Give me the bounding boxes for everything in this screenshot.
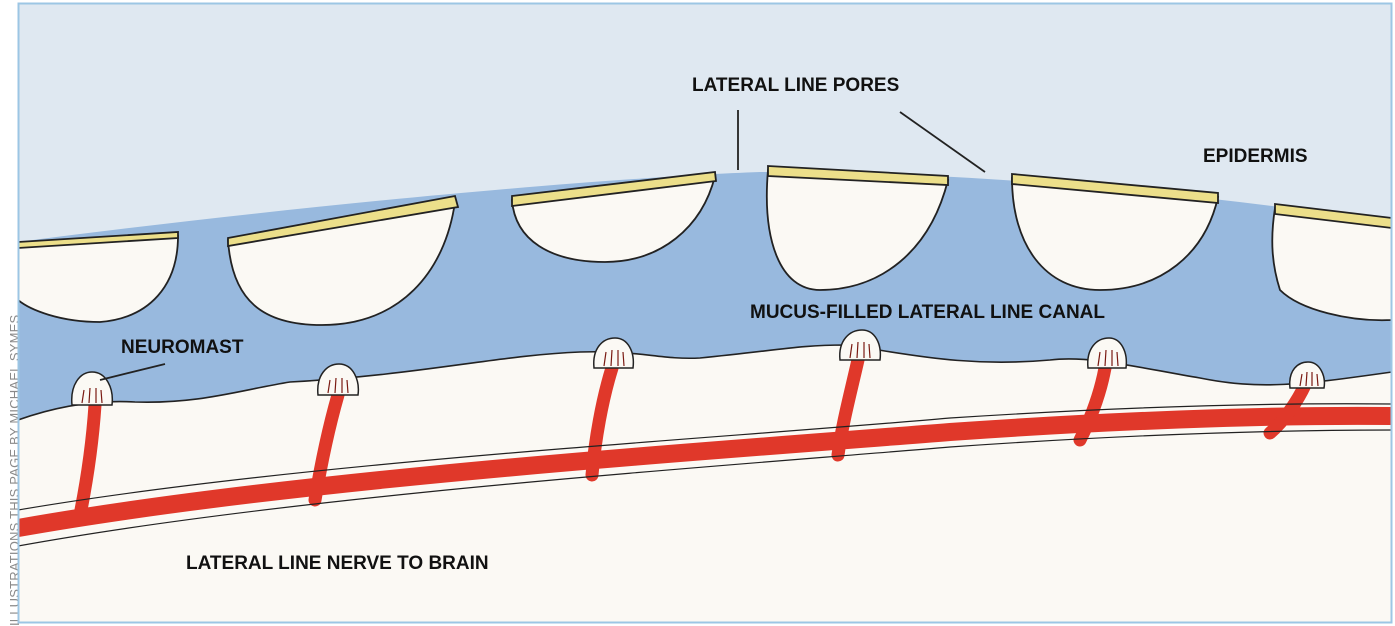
label-nerve: LATERAL LINE NERVE TO BRAIN xyxy=(186,553,489,574)
label-lateral-line-pores: LATERAL LINE PORES xyxy=(692,75,899,96)
label-epidermis: EPIDERMIS xyxy=(1203,146,1308,167)
label-canal: MUCUS-FILLED LATERAL LINE CANAL xyxy=(750,302,1105,323)
label-neuromast: NEUROMAST xyxy=(121,337,244,358)
